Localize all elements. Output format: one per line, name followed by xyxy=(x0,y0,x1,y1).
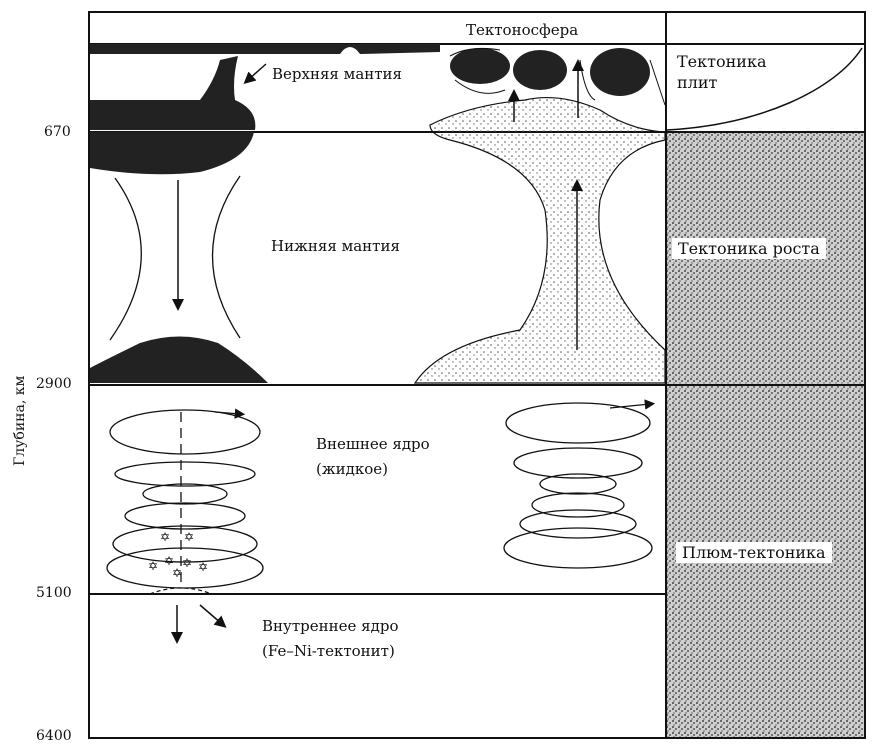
crystal-stars: ✡✡ ✡✡✡ ✡✡ xyxy=(148,530,208,580)
svg-text:✡: ✡ xyxy=(198,560,208,574)
convection-cell xyxy=(590,48,650,96)
outer-core-label-2: (жидкое) xyxy=(316,460,389,478)
descending-slab xyxy=(90,56,256,130)
svg-text:✡: ✡ xyxy=(182,556,192,570)
lower-mantle-label: Нижняя мантия xyxy=(271,237,400,255)
downwelling-right-wall xyxy=(211,175,241,339)
downwelling-left-wall xyxy=(109,177,142,341)
depth-tick-6400: 6400 xyxy=(36,728,72,744)
depth-tick-2900: 2900 xyxy=(36,376,72,392)
svg-text:✡: ✡ xyxy=(160,530,170,544)
plume-tectonics-label: Плюм-тектоника xyxy=(676,542,832,563)
lithosphere-slab xyxy=(90,44,440,54)
convection-cells xyxy=(449,48,666,106)
mantle-plume xyxy=(413,96,666,384)
convection-cell xyxy=(513,50,567,90)
frame xyxy=(88,11,866,739)
core-spiral-right xyxy=(503,402,653,569)
outer-core-label-1: Внешнее ядро xyxy=(316,435,430,453)
plate-tectonics-label-2: плит xyxy=(677,73,718,92)
plate-tectonics-curve xyxy=(666,47,863,131)
inner-core-arrow-diag xyxy=(199,604,227,628)
core-spiral-left xyxy=(106,409,264,589)
convection-cell xyxy=(450,48,510,84)
svg-text:✡: ✡ xyxy=(172,566,182,580)
upper-mantle-label: Верхняя мантия xyxy=(272,65,403,83)
upper-mantle-arrow xyxy=(243,63,267,84)
growth-tectonics-label: Тектоника роста xyxy=(672,238,826,259)
inner-core-bump xyxy=(149,587,213,595)
tectonosphere-label: Тектоносфера xyxy=(466,21,579,39)
depth-tick-670: 670 xyxy=(44,124,71,140)
plate-tectonics-label-1: Тектоника xyxy=(677,52,767,71)
svg-text:✡: ✡ xyxy=(164,554,174,568)
core-spiral-arrow xyxy=(609,399,656,410)
svg-text:✡: ✡ xyxy=(148,559,158,573)
slab-pool-670 xyxy=(90,132,254,175)
depth-tick-5100: 5100 xyxy=(36,585,72,601)
axis-title: Глубина, км xyxy=(12,375,28,466)
svg-text:✡: ✡ xyxy=(184,530,194,544)
slab-graveyard xyxy=(90,336,268,383)
inner-core-label-1: Внутреннее ядро xyxy=(262,617,399,635)
inner-core-label-2: (Fe–Ni-тектонит) xyxy=(262,642,395,660)
core-spiral-arrow xyxy=(214,408,246,419)
